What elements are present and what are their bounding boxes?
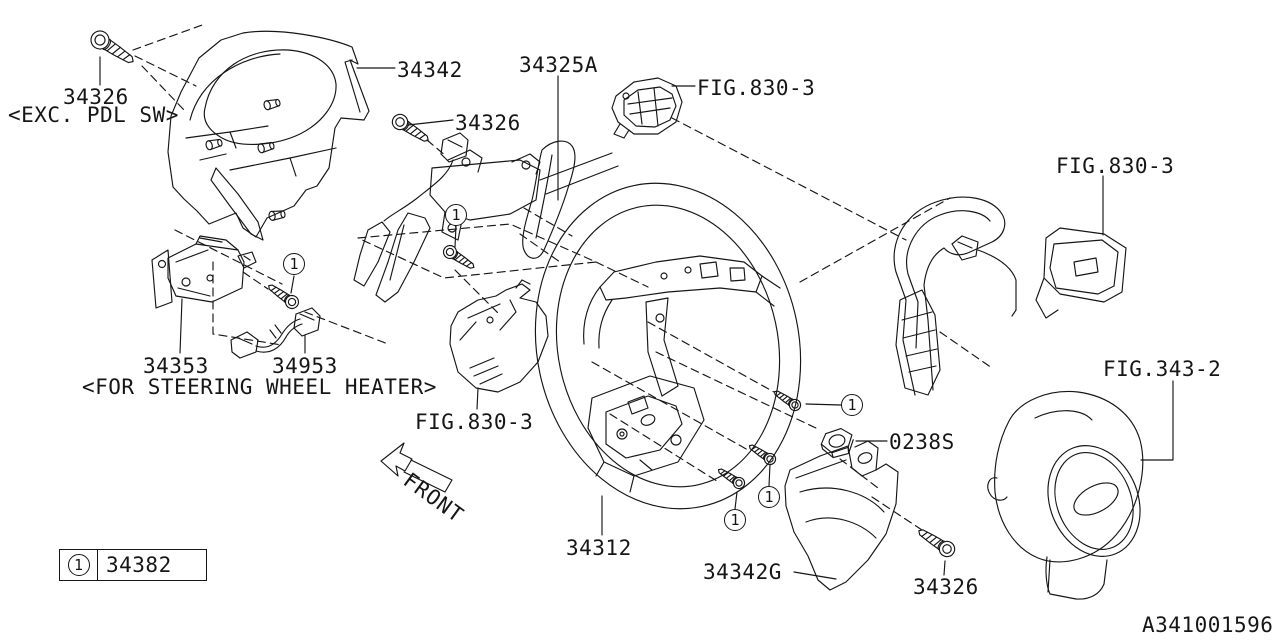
harness-34953 xyxy=(231,308,320,358)
legend-part-number: 34382 xyxy=(106,553,172,577)
callout-1-marker: 1 xyxy=(283,253,305,275)
part-label-34953: 34953 xyxy=(272,354,338,378)
legend-box: 1 34382 xyxy=(59,549,207,581)
screw-34326-mid xyxy=(388,110,433,148)
fig-ref-830-3-right: FIG.830-3 xyxy=(1056,154,1175,178)
part-label-34326-bottom: 34326 xyxy=(913,575,979,599)
steering-wheel-34312 xyxy=(506,158,830,533)
switch-pod-830-top xyxy=(612,78,682,138)
part-label-34326-mid: 34326 xyxy=(455,111,521,135)
switch-assembly-830-right xyxy=(894,197,1126,395)
part-label-34312: 34312 xyxy=(566,536,632,560)
switch-pod-830-bottom xyxy=(450,280,548,392)
assembly-dash-lines xyxy=(133,24,992,530)
callout-1-marker: 1 xyxy=(445,204,467,226)
screw-callout-b xyxy=(440,242,478,274)
lower-cover-34342g xyxy=(785,441,898,590)
front-arrow xyxy=(381,443,452,492)
part-label-34326-top: 34326 xyxy=(63,85,129,109)
screw-callout-d xyxy=(746,440,779,468)
screw-34326-top xyxy=(86,26,139,70)
note-exc-pdl-sw: <EXC. PDL SW> xyxy=(8,103,179,127)
callout-1-marker: 1 xyxy=(758,486,780,508)
fig-ref-343-2: FIG.343-2 xyxy=(1103,357,1222,381)
bracket-assembly-34325a xyxy=(354,133,618,302)
fig-ref-830-3-bottom: FIG.830-3 xyxy=(415,410,534,434)
leader-lines xyxy=(100,57,1173,579)
nut-0238s xyxy=(819,426,857,459)
airbag-module-343 xyxy=(988,392,1156,600)
legend-callout-1-symbol: 1 xyxy=(67,554,90,576)
part-label-34353: 34353 xyxy=(143,354,209,378)
callout-1-marker: 1 xyxy=(841,394,863,416)
column-cover-34342 xyxy=(168,31,369,240)
screw-callout-a xyxy=(264,279,302,312)
fig-ref-830-3-top: FIG.830-3 xyxy=(697,76,816,100)
part-label-34325a: 34325A xyxy=(519,53,598,77)
note-steering-wheel-heater: <FOR STEERING WHEEL HEATER> xyxy=(82,375,437,399)
legend-ref-cell: 1 xyxy=(60,550,98,580)
part-label-34342g: 34342G xyxy=(703,560,782,584)
diagram-number: A341001596 xyxy=(1142,613,1274,637)
part-label-34342: 34342 xyxy=(397,58,463,82)
actuator-34353 xyxy=(152,236,256,308)
screw-callout-e xyxy=(715,464,748,492)
part-label-0238s: 0238S xyxy=(889,430,955,454)
callout-1-marker: 1 xyxy=(724,509,746,531)
